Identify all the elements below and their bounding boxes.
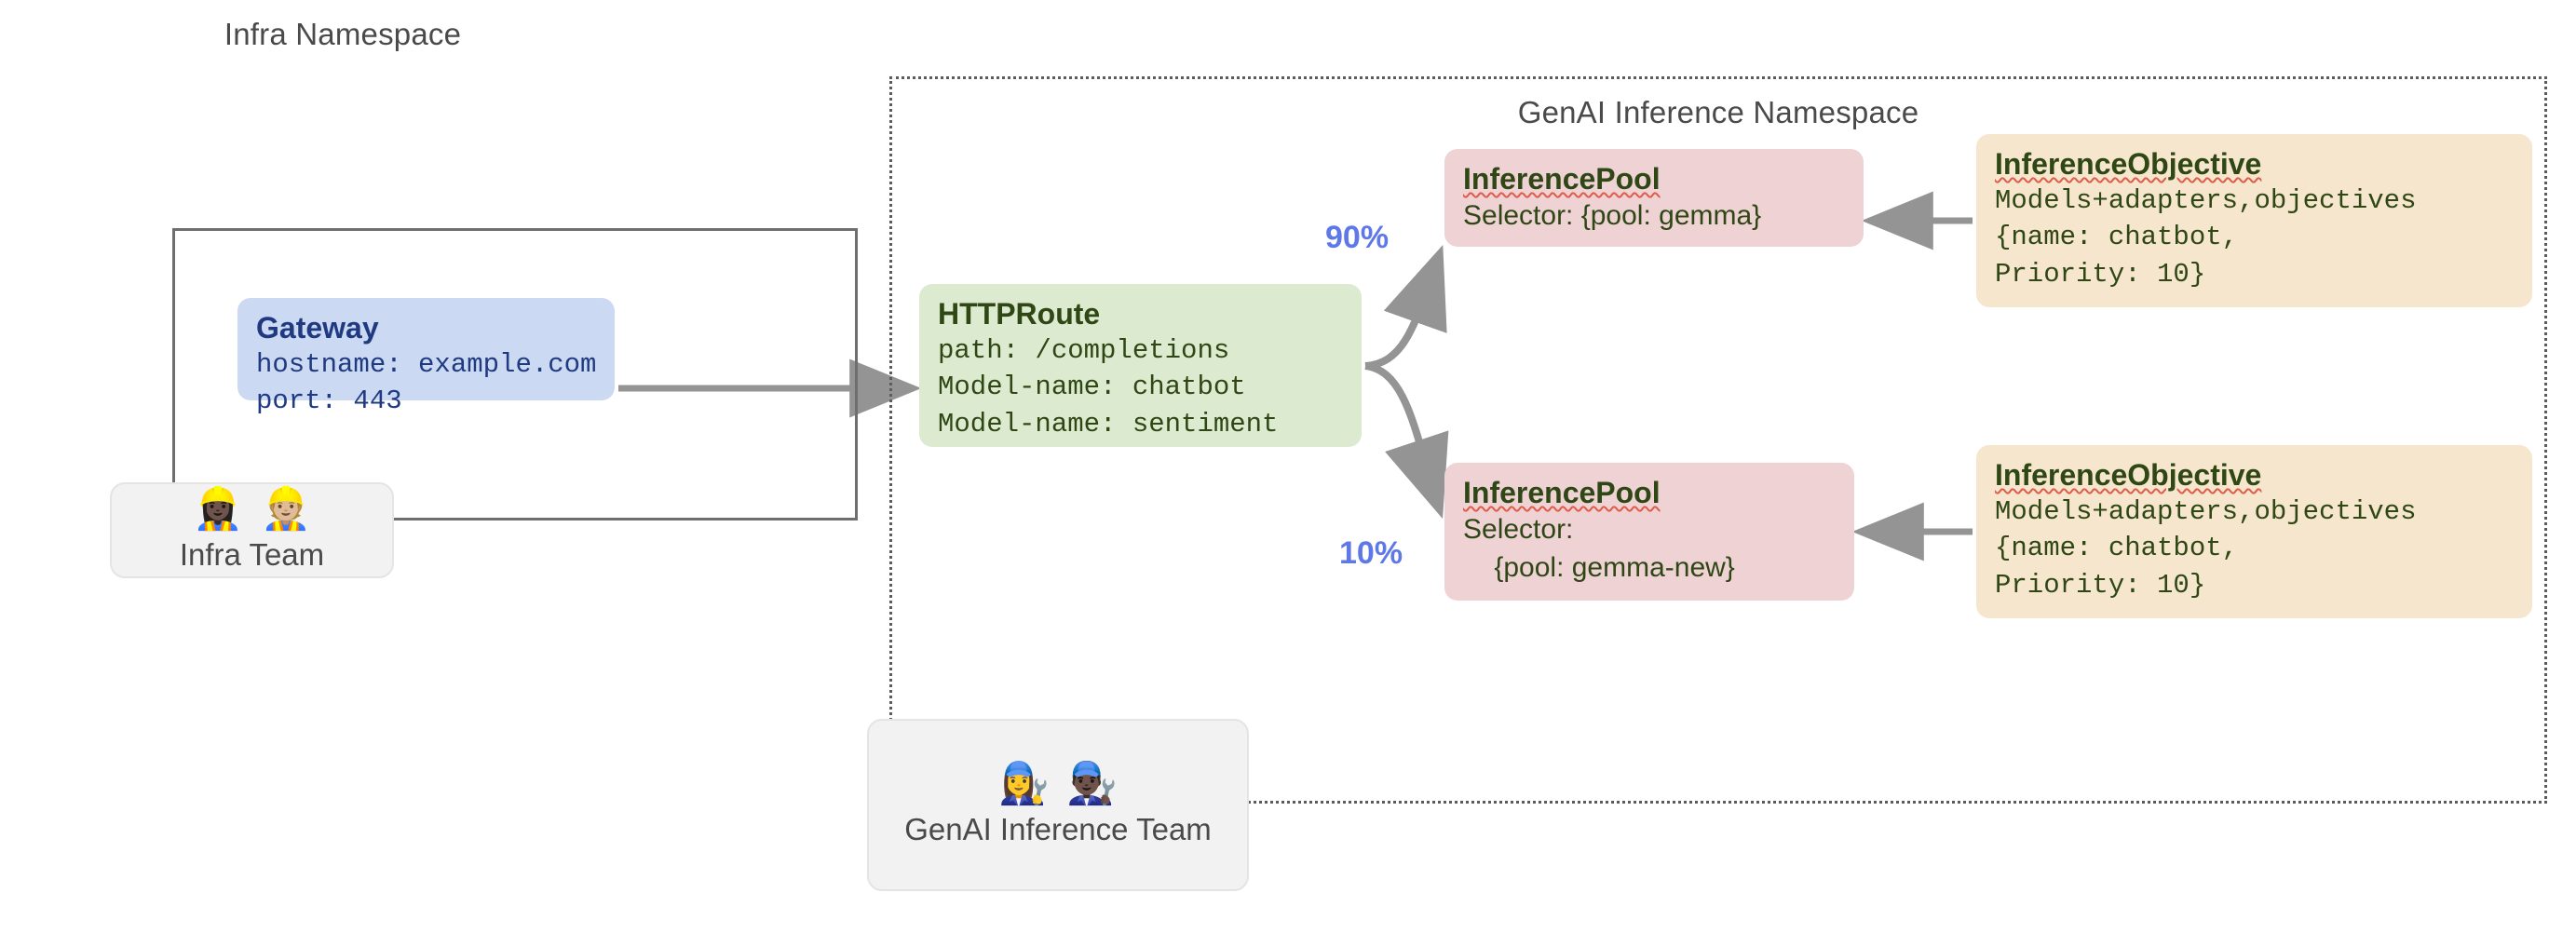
inferenceobjective-body: Models+adapters,objectives {name: chatbo…: [1995, 184, 2417, 290]
inferencepool-card-gemma-new[interactable]: InferencePool Selector: {pool: gemma-new…: [1444, 463, 1854, 601]
genai-namespace-title: GenAI Inference Namespace: [1517, 95, 1919, 129]
inferencepool-title: InferencePool: [1463, 162, 1661, 196]
infra-team-badge[interactable]: 👷🏿‍♀️👷🏼 Infra Team: [110, 482, 394, 578]
traffic-split-canary-label: 10%: [1339, 535, 1403, 571]
infra-team-label: Infra Team: [179, 536, 325, 572]
genai-inference-team-label: GenAI Inference Team: [904, 811, 1212, 846]
gateway-card[interactable]: Gateway hostname: example.com port: 443: [237, 298, 615, 416]
infra-namespace-boundary: [172, 228, 858, 521]
httproute-card[interactable]: HTTPRoute path: /completions Model-name:…: [919, 284, 1362, 447]
mechanic-icon: 👩‍🔧👨🏿‍🔧: [998, 760, 1134, 806]
inferencepool-title: InferencePool: [1463, 476, 1661, 509]
construction-worker-icon: 👷🏿‍♀️👷🏼: [192, 485, 329, 532]
genai-inference-team-badge[interactable]: 👩‍🔧👨🏿‍🔧 GenAI Inference Team: [867, 719, 1249, 891]
inferencepool-selector: Selector: {pool: gemma}: [1463, 199, 1762, 231]
inferencepool-selector: Selector: {pool: gemma-new}: [1463, 513, 1735, 583]
inferencepool-card-gemma[interactable]: InferencePool Selector: {pool: gemma}: [1444, 149, 1864, 247]
inferenceobjective-title: InferenceObjective: [1995, 147, 2262, 181]
inferenceobjective-card-top[interactable]: InferenceObjective Models+adapters,objec…: [1976, 134, 2532, 307]
gateway-body: hostname: example.com port: 443: [256, 348, 597, 417]
infra-namespace-title: Infra Namespace: [224, 17, 462, 51]
httproute-title: HTTPRoute: [938, 297, 1101, 331]
genai-namespace-boundary: [889, 76, 2547, 804]
inferenceobjective-body: Models+adapters,objectives {name: chatbo…: [1995, 495, 2417, 601]
gateway-title: Gateway: [256, 311, 379, 345]
traffic-split-primary-label: 90%: [1325, 220, 1390, 255]
inferenceobjective-card-bottom[interactable]: InferenceObjective Models+adapters,objec…: [1976, 445, 2532, 618]
httproute-body: path: /completions Model-name: chatbot M…: [938, 334, 1279, 439]
inferenceobjective-title: InferenceObjective: [1995, 458, 2262, 492]
